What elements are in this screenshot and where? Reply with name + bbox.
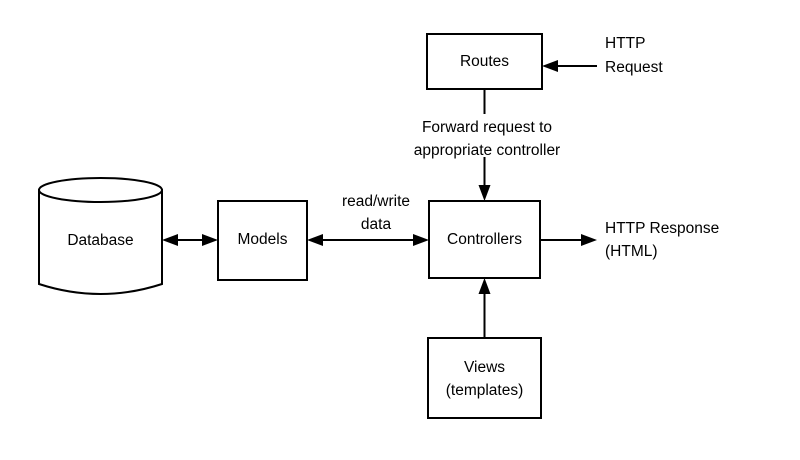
readwrite-arrowhead-left <box>307 234 323 246</box>
http-response-label-line2: (HTML) <box>605 243 658 260</box>
node-routes[interactable]: Routes <box>426 33 543 90</box>
http-response-label-line1: HTTP Response <box>605 220 719 237</box>
http-request-arrowhead <box>542 60 558 72</box>
routes-box[interactable] <box>426 33 543 90</box>
readwrite-label-line2: data <box>361 216 392 233</box>
edge-http-response <box>540 234 597 246</box>
forward-request-label-line2: appropriate controller <box>414 142 560 159</box>
edge-routes-to-controllers <box>478 89 491 201</box>
edge-database-models <box>162 234 218 246</box>
database-models-arrowhead-right <box>202 234 218 246</box>
edge-http-request <box>542 60 597 72</box>
database-cylinder-body[interactable] <box>38 189 163 295</box>
readwrite-arrowhead-right <box>413 234 429 246</box>
database-label: Database <box>67 232 133 249</box>
models-box[interactable] <box>217 200 308 281</box>
forward-arrowhead <box>478 185 491 201</box>
views-controllers-arrowhead <box>478 278 491 294</box>
node-database[interactable]: Database <box>38 177 163 295</box>
views-box[interactable] <box>427 337 542 419</box>
http-request-label-line2: Request <box>605 59 663 76</box>
controllers-label: Controllers <box>447 231 522 248</box>
edge-models-controllers <box>307 234 429 246</box>
readwrite-label-line1: read/write <box>342 193 410 210</box>
http-request-label-line1: HTTP <box>605 35 645 52</box>
http-response-arrowhead <box>581 234 597 246</box>
node-controllers[interactable]: Controllers <box>428 200 541 279</box>
edge-views-to-controllers <box>478 278 491 338</box>
database-cylinder-top[interactable] <box>38 177 163 203</box>
forward-request-label-line1: Forward request to <box>422 119 552 136</box>
views-label-line2: (templates) <box>446 382 524 399</box>
views-label-line1: Views <box>464 359 505 376</box>
database-models-arrowhead-left <box>162 234 178 246</box>
routes-label: Routes <box>460 53 509 70</box>
models-label: Models <box>238 231 288 248</box>
node-models[interactable]: Models <box>217 200 308 281</box>
node-views[interactable]: Views (templates) <box>427 337 542 419</box>
